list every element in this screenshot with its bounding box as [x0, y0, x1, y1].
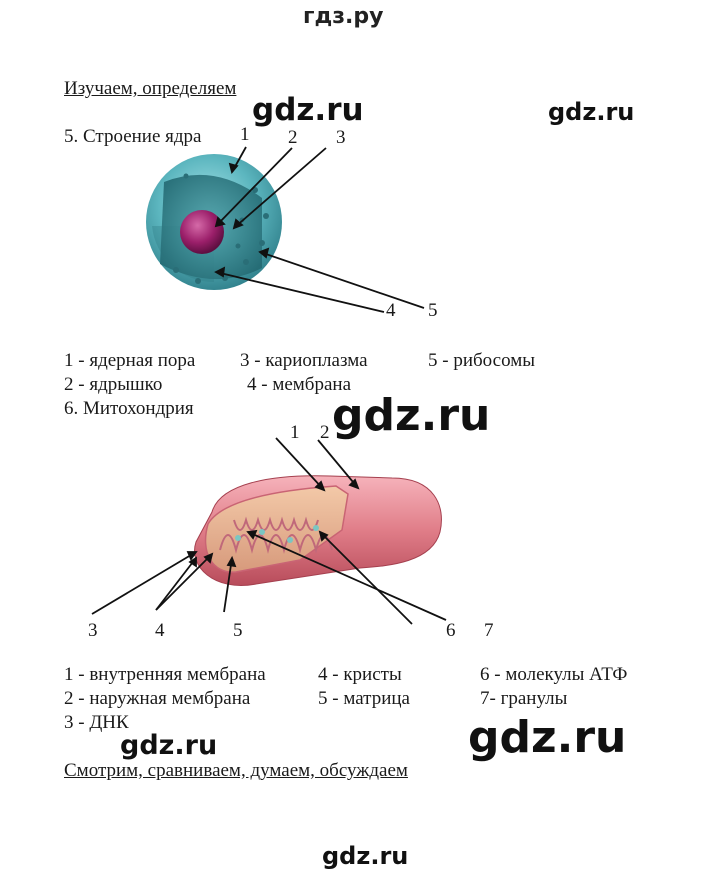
mito-label-5: 5 [233, 620, 243, 641]
section-heading: Изучаем, определяем [64, 78, 237, 99]
watermark: gdz.ru [332, 390, 491, 441]
footer-heading: Смотрим, сравниваем, думаем, обсуждаем [64, 760, 408, 781]
nucleus-legend-item: 5 - рибосомы [428, 350, 535, 371]
nucleus-legend-item: 2 - ядрышко [64, 374, 163, 395]
site-header: гдз.ру [303, 4, 384, 29]
mito-label-6: 6 [446, 620, 456, 641]
nucleus-legend-item: 4 - мембрана [247, 374, 352, 395]
watermark: gdz.ru [120, 730, 218, 761]
mito-legend-item: 7- гранулы [480, 688, 568, 709]
nucleus-legend-item: 1 - ядерная пора [64, 350, 196, 371]
mitochondrion-body [194, 475, 442, 586]
watermark: gdz.ru [322, 842, 409, 870]
mito-legend-item: 6 - молекулы АТФ [480, 664, 628, 685]
mito-label-1: 1 [290, 422, 300, 443]
mito-label-4: 4 [155, 620, 165, 641]
mito-label-7: 7 [484, 620, 494, 641]
mito-legend-item: 1 - внутренняя мембрана [64, 664, 266, 685]
mito-legend-item: 2 - наружная мембрана [64, 688, 251, 709]
nucleus-label-4: 4 [386, 300, 396, 321]
mito-legend-item: 5 - матрица [318, 688, 410, 709]
nucleus-pointer-lines [214, 146, 425, 313]
mito-pointer-lines [91, 437, 447, 625]
nucleus-label-5: 5 [428, 300, 438, 321]
nucleus-label-2: 2 [288, 127, 298, 148]
mito-legend-item: 4 - кристы [318, 664, 402, 685]
watermark: gdz.ru [468, 712, 627, 763]
task-5-title: 5. Строение ядра [64, 126, 202, 147]
mito-label-2: 2 [320, 422, 330, 443]
watermark: gdz.ru [548, 98, 635, 126]
watermark: gdz.ru [252, 92, 364, 128]
nucleus-legend-item: 3 - кариоплазма [240, 350, 368, 371]
nucleus-sphere [146, 154, 282, 290]
mito-legend-item: 3 - ДНК [64, 712, 129, 733]
nucleus-label-1: 1 [240, 124, 250, 145]
task-6-title: 6. Митохондрия [64, 398, 194, 419]
mito-label-3: 3 [88, 620, 98, 641]
nucleus-label-3: 3 [336, 127, 346, 148]
